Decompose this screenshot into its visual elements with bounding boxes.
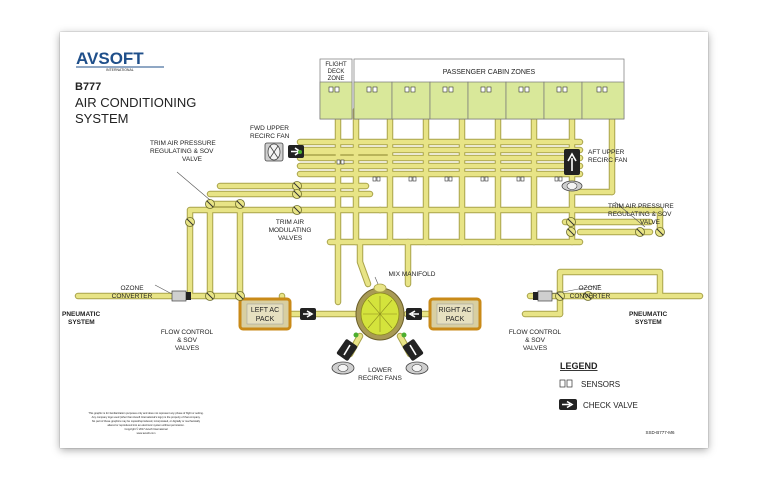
trim-mod-label-1: TRIM AIR <box>276 219 304 226</box>
right-ac-pack: RIGHT AC PACK <box>428 297 482 331</box>
brand-sub: INTERNATIONAL <box>106 68 134 72</box>
pneu-left-1: PNEUMATIC <box>62 311 100 318</box>
ozone-left-1: OZONE <box>120 285 144 292</box>
flow-left-1: FLOW CONTROL <box>161 329 214 336</box>
disclaimer: This graphic is for familiarization purp… <box>88 411 203 435</box>
fwd-fan-label-1: FWD UPPER <box>250 125 289 132</box>
trim-mod-label-2: MODULATING <box>269 227 312 234</box>
ozone-right-2: CONVERTER <box>570 293 611 300</box>
right-pack-label-1: RIGHT AC <box>439 307 472 314</box>
title-model: B777 <box>75 81 101 93</box>
disclaimer-5: Copyright © 2017 Avsoft International <box>125 427 168 431</box>
duct-sensors <box>336 159 563 182</box>
left-ac-pack: LEFT AC PACK <box>238 297 292 331</box>
brand-name: AVSOFT <box>76 49 144 68</box>
title-line2: SYSTEM <box>75 111 128 126</box>
legend-check-valve: CHECK VALVE <box>583 401 638 410</box>
mix-manifold-label: MIX MANIFOLD <box>389 271 436 278</box>
trim-prsov-right-2: REGULATING & SOV <box>608 211 672 218</box>
legend: LEGEND SENSORS CHECK VALVE <box>559 361 638 410</box>
lower-fans-2: RECIRC FANS <box>358 375 402 382</box>
pneu-right-2: SYSTEM <box>635 319 662 326</box>
document-code: SSD-B777-M6 <box>645 430 675 435</box>
check-valve-left-pack <box>300 308 316 320</box>
passenger-zones-label: PASSENGER CABIN ZONES <box>443 69 536 76</box>
fwd-upper-recirc-fan <box>264 142 284 162</box>
fd-label-2: DECK <box>328 69 345 75</box>
lower-recirc-fan-left <box>331 332 359 375</box>
trim-prsov-left-2: REGULATING & SOV <box>150 148 214 155</box>
aft-fan-label-2: RECIRC FAN <box>588 157 628 164</box>
lower-fans-1: LOWER <box>368 367 392 374</box>
flow-right-2: & SOV <box>525 337 546 344</box>
flow-left-2: & SOV <box>177 337 198 344</box>
sensor-dot-green <box>298 150 302 154</box>
disclaimer-1: This graphic is for familiarization purp… <box>88 411 203 415</box>
duct-network <box>74 88 704 358</box>
fd-label-3: ZONE <box>328 76 345 82</box>
trim-prsov-left-1: TRIM AIR PRESSURE <box>150 140 216 147</box>
leader-lines <box>154 171 646 295</box>
ozone-converter-right <box>533 290 553 302</box>
legend-sensors: SENSORS <box>581 380 620 389</box>
aft-fan-label-1: AFT UPPER <box>588 149 625 156</box>
fd-label-1: FLIGHT <box>325 62 347 68</box>
mix-manifold <box>355 283 405 341</box>
disclaimer-3: No part of these graphics may be copied/… <box>92 419 201 423</box>
poster: AVSOFT INTERNATIONAL B777 AIR CONDITIONI… <box>60 32 708 448</box>
legend-title: LEGEND <box>560 361 598 371</box>
trim-prsov-right-1: TRIM AIR PRESSURE <box>608 203 674 210</box>
flow-right-3: VALVES <box>523 345 548 352</box>
left-pack-label-1: LEFT AC <box>251 307 279 314</box>
avsoft-logo: AVSOFT INTERNATIONAL <box>76 49 164 72</box>
left-pack-label-2: PACK <box>256 316 275 323</box>
pneu-right-1: PNEUMATIC <box>629 311 667 318</box>
disclaimer-6: www.avsoft.com <box>137 431 156 435</box>
check-valve-right-pack <box>406 308 422 320</box>
check-valve-legend-icon <box>559 399 577 410</box>
lower-recirc-fan-right <box>401 332 429 375</box>
valves <box>185 181 665 301</box>
disclaimer-2: Any company logo used (other than Avsoft… <box>92 415 201 419</box>
sensors-legend-icon <box>559 379 573 388</box>
ozone-right-1: OZONE <box>578 285 602 292</box>
flight-deck-zone: FLIGHT DECK ZONE <box>319 58 353 120</box>
flow-left-3: VALVES <box>175 345 200 352</box>
ozone-left-2: CONVERTER <box>112 293 153 300</box>
trim-prsov-right-3: VALVE <box>640 219 661 226</box>
ac-system-diagram: AVSOFT INTERNATIONAL B777 AIR CONDITIONI… <box>62 49 704 435</box>
fwd-fan-label-2: RECIRC FAN <box>250 133 290 140</box>
right-pack-label-2: PACK <box>446 316 465 323</box>
disclaimer-4: altered or reproduced into an electronic… <box>108 423 185 427</box>
trim-prsov-left-3: VALVE <box>182 156 203 163</box>
flow-right-1: FLOW CONTROL <box>509 329 562 336</box>
pneu-left-2: SYSTEM <box>68 319 95 326</box>
title-line1: AIR CONDITIONING <box>75 95 196 110</box>
ozone-converter-left <box>171 290 191 302</box>
component-labels: FWD UPPER RECIRC FAN AFT UPPER RECIRC FA… <box>62 125 674 382</box>
trim-mod-label-3: VALVES <box>278 235 303 242</box>
zone-sensors <box>328 86 608 93</box>
aft-upper-recirc-fan <box>561 149 583 192</box>
